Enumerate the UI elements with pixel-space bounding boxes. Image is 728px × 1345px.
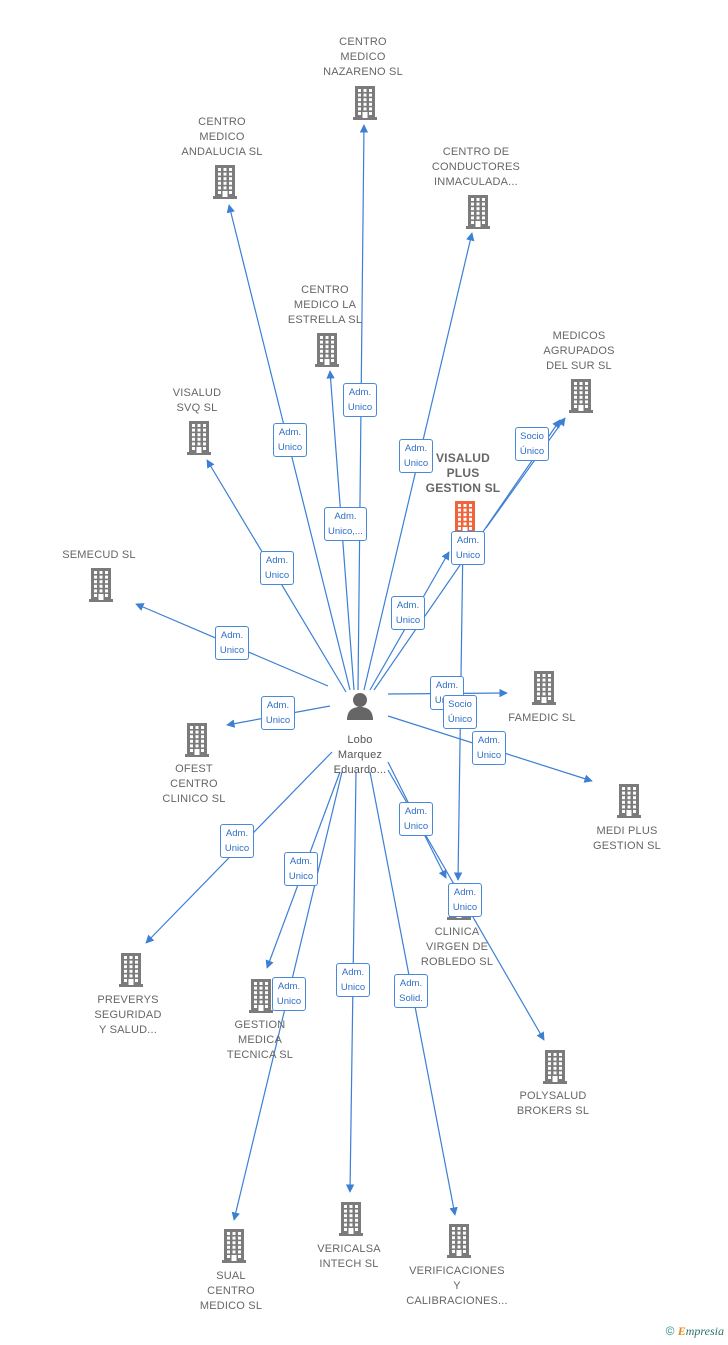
building-icon-famedic[interactable] [532, 671, 556, 710]
building-icon-mediplus[interactable] [617, 784, 641, 823]
building-icon-polysalud[interactable] [543, 1050, 567, 1089]
building-icon-verificaciones[interactable] [447, 1224, 471, 1263]
relation-label-lobo-visaludplus[interactable]: Adm. Unico [451, 531, 485, 565]
node-label-visaludplus[interactable]: VISALUD PLUS GESTION SL [425, 451, 501, 495]
node-label-nazareno[interactable]: CENTRO MEDICO NAZARENO SL [323, 36, 403, 78]
building-icon-sual[interactable] [222, 1229, 246, 1268]
relation-label-lobo-preverys[interactable]: Adm. Unico [220, 824, 254, 858]
node-label-sual[interactable]: SUAL CENTRO MEDICO SL [199, 1270, 263, 1312]
relation-label-lobo-andalucia[interactable]: Adm. Unico [273, 423, 307, 457]
node-label-lobo[interactable]: Lobo Marquez Eduardo... [333, 734, 387, 776]
building-icon-andalucia[interactable] [213, 165, 237, 204]
node-label-famedic[interactable]: FAMEDIC SL [508, 712, 576, 724]
relation-label-lobo-nazareno[interactable]: Adm. Unico [343, 383, 377, 417]
node-label-vericalsa[interactable]: VERICALSA INTECH SL [317, 1243, 381, 1270]
relation-label-lobo-verificaciones[interactable]: Adm. Solid. [394, 974, 428, 1008]
node-label-ofest[interactable]: OFEST CENTRO CLINICO SL [162, 763, 226, 805]
relation-label-lobo-sual[interactable]: Adm. Unico [272, 977, 306, 1011]
building-icon-visaludsvq[interactable] [187, 421, 211, 460]
node-label-semecud[interactable]: SEMECUD SL [62, 549, 136, 561]
building-icon-estrella[interactable] [315, 333, 339, 372]
relation-label-visaludplus-robledo[interactable]: Socio Único [443, 695, 477, 729]
relation-label-lobo-robledo[interactable]: Adm. Unico [399, 802, 433, 836]
node-label-estrella[interactable]: CENTRO MEDICO LA ESTRELLA SL [287, 284, 363, 326]
building-icon-vericalsa[interactable] [339, 1202, 363, 1241]
building-icon-agrupados[interactable] [569, 379, 593, 418]
node-label-conductores[interactable]: CENTRO DE CONDUCTORES INMACULADA... [431, 146, 521, 188]
node-label-agrupados[interactable]: MEDICOS AGRUPADOS DEL SUR SL [543, 330, 615, 372]
building-icon-nazareno[interactable] [353, 86, 377, 125]
node-label-mediplus[interactable]: MEDI PLUS GESTION SL [592, 825, 662, 852]
building-icon-visaludplus[interactable] [453, 501, 477, 540]
building-icon-semecud[interactable] [89, 568, 113, 607]
relation-label-lobo-semecud[interactable]: Adm. Unico [215, 626, 249, 660]
person-icon[interactable] [345, 691, 375, 726]
node-label-robledo[interactable]: CLINICA VIRGEN DE ROBLEDO SL [420, 926, 494, 968]
node-label-visaludsvq[interactable]: VISALUD SVQ SL [172, 387, 222, 414]
brand-rest: mpresia [685, 1324, 724, 1338]
relation-label-lobo-ofest[interactable]: Adm. Unico [261, 696, 295, 730]
relation-label-lobo-visaludsvq[interactable]: Adm. Unico [260, 551, 294, 585]
node-label-verificaciones[interactable]: VERIFICACIONES Y CALIBRACIONES... [406, 1265, 508, 1307]
relation-label-lobo-polysalud[interactable]: Adm. Unico [448, 883, 482, 917]
node-label-polysalud[interactable]: POLYSALUD BROKERS SL [516, 1090, 590, 1117]
relation-label-lobo-vericalsa[interactable]: Adm. Unico [336, 963, 370, 997]
building-icon-conductores[interactable] [466, 195, 490, 234]
node-label-andalucia[interactable]: CENTRO MEDICO ANDALUCIA SL [181, 116, 263, 158]
node-label-gestion[interactable]: GESTION MEDICA TECNICA SL [226, 1019, 294, 1061]
footer-brand: © Empresia [666, 1324, 724, 1339]
relation-label-visaludplus-agrupados[interactable]: Socio Único [515, 427, 549, 461]
relation-label-lobo-estrella[interactable]: Adm. Unico,... [324, 507, 367, 541]
node-label-preverys[interactable]: PREVERYS SEGURIDAD Y SALUD... [94, 994, 162, 1036]
copyright-symbol: © [665, 1324, 675, 1338]
edge-visaludplus-agrupados [485, 417, 566, 529]
building-icon-preverys[interactable] [119, 953, 143, 992]
relation-label-lobo-agrupados[interactable]: Adm. Unico [391, 596, 425, 630]
building-icon-ofest[interactable] [185, 723, 209, 762]
relation-label-lobo-gestion[interactable]: Adm. Unico [284, 852, 318, 886]
building-icon-gestion[interactable] [249, 979, 273, 1018]
brand-logo: Empresia [678, 1324, 724, 1338]
brand-initial: E [677, 1324, 686, 1338]
relation-label-lobo-mediplus[interactable]: Adm. Unico [472, 731, 506, 765]
relation-label-lobo-conductores[interactable]: Adm. Unico [399, 439, 433, 473]
